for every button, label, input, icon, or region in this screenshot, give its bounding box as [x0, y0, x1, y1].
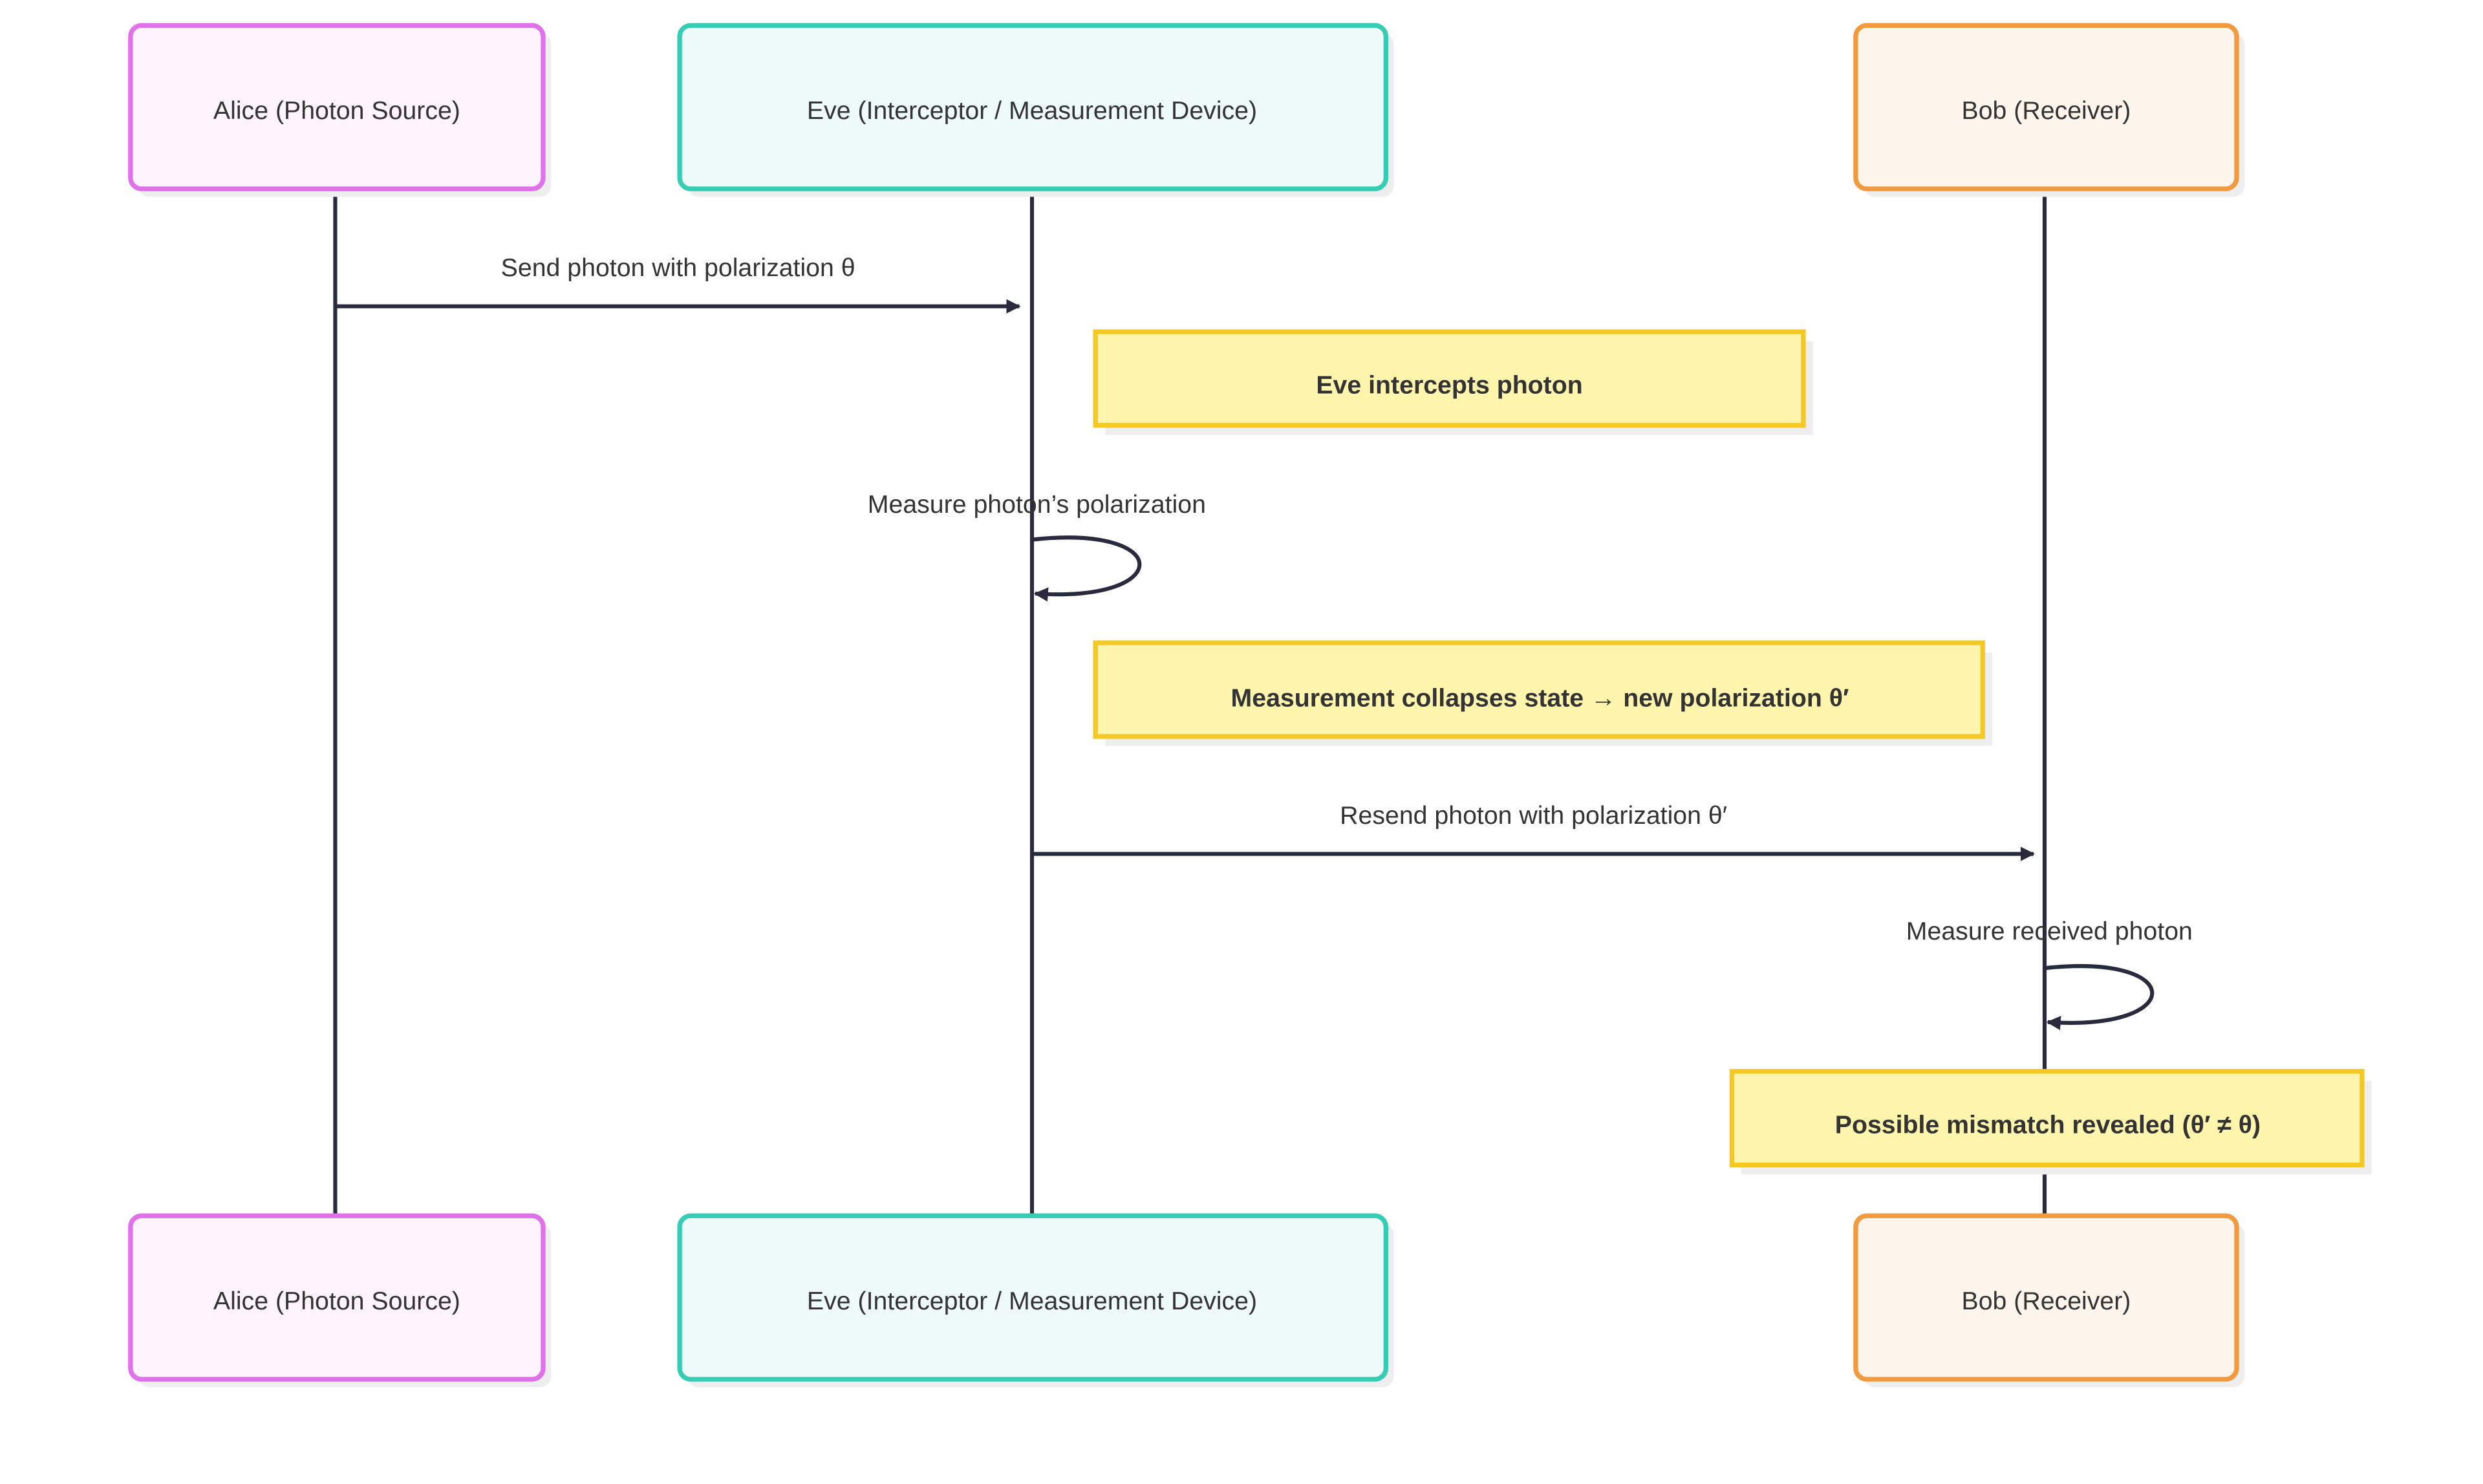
note-measurement-collapses-label: Measurement collapses state → new polari… [1231, 683, 1849, 712]
actor-bob-label-bottom: Bob (Receiver) [1962, 1287, 2131, 1315]
message-measure-received: Measure received photon [1906, 917, 2193, 1031]
actor-alice-label: Alice (Photon Source) [213, 96, 460, 125]
note-eve-intercepts: Eve intercepts photon [1093, 329, 1813, 435]
actor-eve-bottom: Eve (Interceptor / Measurement Device) [677, 1213, 1394, 1388]
note-measurement-collapses: Measurement collapses state → new polari… [1093, 640, 1992, 746]
message-resend-photon: Resend photon with polarization θ′ [1031, 801, 2036, 861]
note-eve-intercepts-label: Eve intercepts photon [1316, 371, 1582, 400]
note-possible-mismatch-label: Possible mismatch revealed (θ′ ≠ θ) [1835, 1111, 2261, 1139]
message-measure-received-arrow [2044, 963, 2155, 1031]
message-send-photon: Send photon with polarization θ [335, 253, 1021, 314]
message-measure-polarization-label: Measure photon’s polarization [868, 490, 1206, 519]
actor-alice-top: Alice (Photon Source) [128, 23, 552, 197]
message-measure-received-label: Measure received photon [1906, 917, 2193, 945]
actor-alice-bottom: Alice (Photon Source) [128, 1213, 552, 1388]
actor-bob-label: Bob (Receiver) [1962, 96, 2131, 125]
actor-eve-label: Eve (Interceptor / Measurement Device) [807, 96, 1257, 125]
actor-eve-top: Eve (Interceptor / Measurement Device) [677, 23, 1394, 197]
actor-bob-top: Bob (Receiver) [1853, 23, 2245, 197]
message-send-photon-label: Send photon with polarization θ [501, 253, 855, 282]
message-measure-polarization: Measure photon’s polarization [868, 490, 1206, 602]
actor-eve-label-bottom: Eve (Interceptor / Measurement Device) [807, 1287, 1257, 1315]
actor-bob-bottom: Bob (Receiver) [1853, 1213, 2245, 1388]
message-resend-photon-label: Resend photon with polarization θ′ [1340, 801, 1727, 830]
actor-alice-label-bottom: Alice (Photon Source) [213, 1287, 460, 1315]
message-measure-polarization-arrow [1031, 535, 1142, 602]
note-possible-mismatch: Possible mismatch revealed (θ′ ≠ θ) [1729, 1069, 2372, 1175]
